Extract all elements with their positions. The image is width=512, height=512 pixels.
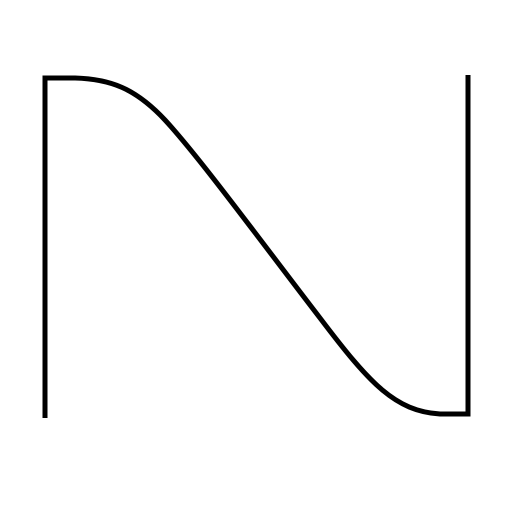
n-curve-glyph-icon xyxy=(42,75,471,418)
